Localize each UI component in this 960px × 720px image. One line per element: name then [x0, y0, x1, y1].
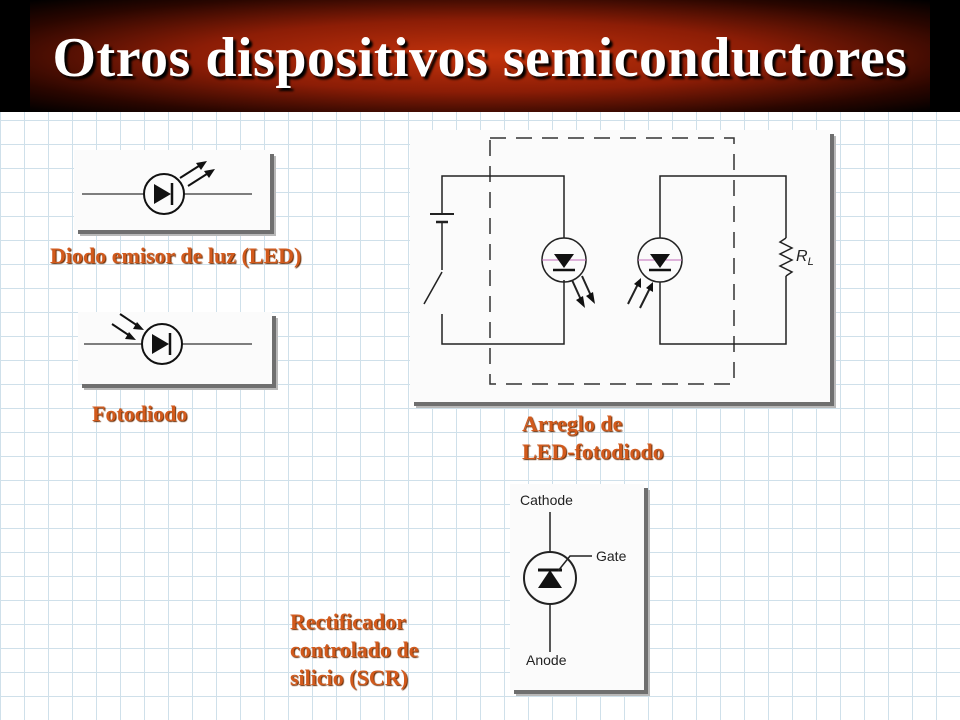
- scr-anode-label: Anode: [526, 652, 567, 668]
- led-symbol-icon: [82, 161, 252, 215]
- scr-label: Rectificador controlado de silicio (SCR): [290, 608, 419, 692]
- optocoupler-circuit-diagram: [423, 137, 794, 385]
- optocoupler-label: Arreglo de LED-fotodiodo: [522, 410, 664, 466]
- title-bar: Otros dispositivos semiconductores: [0, 0, 960, 112]
- optocoupler-label-line: Arreglo de: [522, 411, 623, 436]
- title-bar-glow: [30, 0, 930, 112]
- scr-label-line: silicio (SCR): [290, 665, 408, 690]
- led-symbol-panel: [74, 150, 270, 230]
- optocoupler-label-line: LED-fotodiodo: [522, 439, 664, 464]
- photodiode-symbol-icon: [84, 313, 252, 365]
- page-title: Otros dispositivos semiconductores: [52, 27, 908, 89]
- led-label: Diodo emisor de luz (LED): [50, 243, 302, 268]
- photodiode-symbol-panel: [78, 312, 272, 384]
- photodiode-label: Fotodiodo: [92, 401, 188, 426]
- optocoupler-circuit-panel: RL: [410, 130, 830, 402]
- resistor-label: RL: [796, 248, 814, 269]
- scr-label-line: Rectificador: [290, 609, 407, 634]
- scr-symbol-icon: [523, 512, 592, 652]
- scr-symbol-panel: Cathode Gate Anode: [510, 484, 644, 690]
- scr-gate-label: Gate: [596, 548, 627, 564]
- scr-cathode-label: Cathode: [520, 492, 573, 508]
- scr-label-line: controlado de: [290, 637, 419, 662]
